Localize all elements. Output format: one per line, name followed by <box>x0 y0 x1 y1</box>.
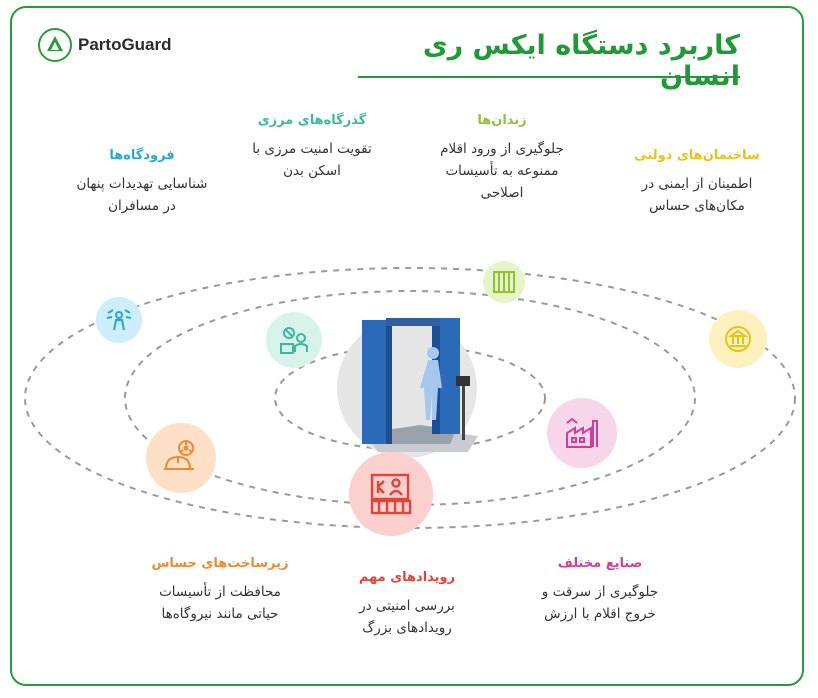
prison-node[interactable] <box>483 261 525 303</box>
category-desc-line: جلوگیری از ورود اقلام <box>440 141 564 157</box>
infrastructure-node[interactable] <box>146 423 216 493</box>
category-desc-line: اسکن بدن <box>283 163 341 179</box>
airport-node[interactable] <box>96 297 142 343</box>
industries-node[interactable] <box>547 398 617 468</box>
category-title: صنایع مختلف <box>557 556 643 571</box>
orbit-outer <box>24 267 796 529</box>
category-border: گذرگاه‌های مرزی تقویت امنیت مرزی با اسکن… <box>222 113 402 182</box>
prison-icon <box>493 271 515 293</box>
category-desc-line: اصلاحی <box>480 185 524 201</box>
category-government: ساختمان‌های دولتی اطمینان از ایمنی در مک… <box>612 148 782 217</box>
factory-icon <box>566 417 598 448</box>
category-desc-line: تقویت امنیت مرزی با <box>252 141 372 157</box>
category-desc-line: محافظت از تأسیسات <box>159 584 281 600</box>
category-desc-line: مکان‌های حساس <box>649 198 745 214</box>
category-desc-line: در مسافران <box>108 198 176 214</box>
category-title: فرودگاه‌ها <box>109 148 175 163</box>
category-industries: صنایع مختلف جلوگیری از سرقت و خروج اقلام… <box>500 556 700 625</box>
orbit-inner <box>274 345 546 451</box>
category-desc-line: حیاتی مانند نیروگاه‌ها <box>161 606 279 622</box>
border-node[interactable] <box>266 312 322 368</box>
category-title: گذرگاه‌های مرزی <box>257 113 367 128</box>
category-desc-line: اطمینان از ایمنی در <box>641 176 753 192</box>
events-node[interactable] <box>349 452 433 536</box>
category-desc-line: شناسایی تهدیدات پنهان <box>76 176 208 192</box>
category-title: زندان‌ها <box>477 113 527 128</box>
border-guard-icon <box>280 327 308 354</box>
brand-logo[interactable]: PartoGuard <box>38 28 172 62</box>
government-node[interactable] <box>709 310 767 368</box>
category-title: ساختمان‌های دولتی <box>634 148 760 163</box>
title-underline <box>358 76 740 78</box>
category-desc-line: جلوگیری از سرقت و <box>541 584 659 600</box>
category-desc-line: بررسی امنیتی در <box>359 598 455 614</box>
category-desc-line: رویدادهای بزرگ <box>362 620 452 636</box>
category-title: رویدادهای مهم <box>358 570 456 585</box>
category-airports: فرودگاه‌ها شناسایی تهدیدات پنهان در مساف… <box>62 148 222 217</box>
body-scanner-gate-icon <box>362 318 478 452</box>
category-title: زیرساخت‌های حساس <box>151 556 289 571</box>
category-desc-line: ممنوعه به تأسیسات <box>445 163 559 179</box>
partoguard-logo-icon <box>38 28 72 62</box>
category-events: رویدادهای مهم بررسی امنیتی در رویدادهای … <box>322 570 492 639</box>
category-prisons: زندان‌ها جلوگیری از ورود اقلام ممنوعه به… <box>412 113 592 204</box>
event-icon <box>370 473 412 515</box>
brand-name: PartoGuard <box>78 35 172 54</box>
category-desc-line: خروج اقلام با ارزش <box>544 606 656 622</box>
airport-icon <box>106 309 132 331</box>
nuclear-infrastructure-icon <box>164 440 194 470</box>
orbit-middle <box>124 290 696 506</box>
category-infrastructure: زیرساخت‌های حساس محافظت از تأسیسات حیاتی… <box>120 556 320 625</box>
government-building-icon <box>725 326 751 352</box>
